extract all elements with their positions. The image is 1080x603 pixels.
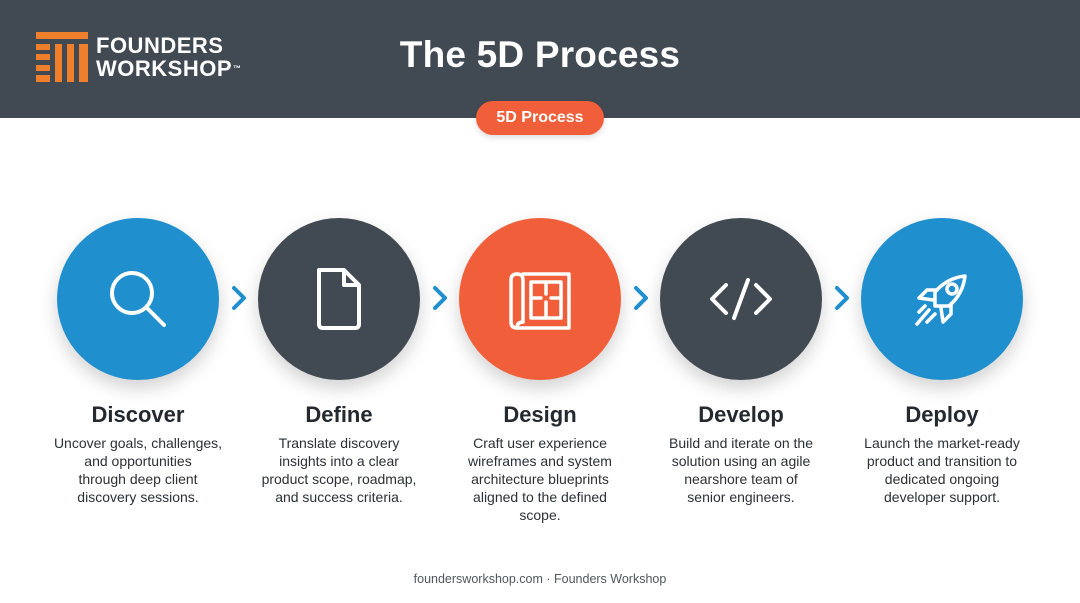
- rocket-icon: [915, 274, 967, 326]
- desc-line: scope.: [519, 507, 561, 523]
- page-title: The 5D Process: [399, 34, 681, 75]
- desc-line: developer support.: [884, 489, 1000, 505]
- desc-line: wireframes and system: [468, 453, 612, 469]
- step-circle: [861, 218, 1023, 380]
- process-badge: 5D Process: [476, 101, 604, 135]
- code-icon: [710, 278, 772, 320]
- step-title: Develop: [698, 402, 784, 427]
- desc-line: architecture blueprints: [471, 471, 609, 487]
- step-circle: [57, 218, 219, 380]
- desc-line: Build and iterate on the: [669, 435, 813, 451]
- step-description: Translate discovery insights into a clea…: [239, 434, 439, 506]
- desc-line: Translate discovery: [278, 435, 400, 451]
- chevron-right-icon: [634, 286, 648, 310]
- brand-name-line1: FOUNDERS: [96, 33, 224, 58]
- chevron-right-icon: [835, 286, 849, 310]
- footer-credit[interactable]: foundersworkshop.com · Founders Workshop: [413, 572, 667, 586]
- step-title: Design: [503, 402, 577, 427]
- desc-line: insights into a clear: [279, 453, 399, 469]
- desc-line: Launch the market-ready: [864, 435, 1020, 451]
- step-circle: [660, 218, 822, 380]
- step-description: Launch the market-ready product and tran…: [842, 434, 1042, 506]
- search-icon: [110, 271, 166, 327]
- chevron-right-icon: [433, 286, 447, 310]
- desc-line: and opportunities: [84, 453, 192, 469]
- document-icon: [317, 268, 361, 330]
- header-bar: FOUNDERS WORKSHOP™ The 5D Process: [0, 0, 1080, 118]
- step-title: Discover: [91, 402, 185, 427]
- brand-name-line2: WORKSHOP: [96, 56, 232, 81]
- fw-logo-mark-icon: [36, 32, 88, 82]
- step-description: Build and iterate on the solution using …: [641, 434, 841, 506]
- desc-line: senior engineers.: [687, 489, 795, 505]
- desc-line: and success criteria.: [275, 489, 403, 505]
- desc-line: product and transition to: [866, 453, 1018, 469]
- step-description: Uncover goals, challenges, and opportuni…: [38, 434, 238, 506]
- brand-logo[interactable]: FOUNDERS WORKSHOP™: [36, 32, 242, 82]
- step-circle: [459, 218, 621, 380]
- step-title: Deploy: [905, 402, 979, 427]
- desc-line: through deep client: [78, 471, 198, 487]
- desc-line: Uncover goals, challenges,: [53, 435, 223, 451]
- step-description: Craft user experience wireframes and sys…: [440, 434, 640, 524]
- desc-line: product scope, roadmap,: [261, 471, 417, 487]
- desc-line: Craft user experience: [473, 435, 607, 451]
- step-circle: [258, 218, 420, 380]
- desc-line: nearshore team of: [684, 471, 798, 487]
- trademark-symbol: ™: [233, 64, 242, 73]
- brand-name: FOUNDERS WORKSHOP™: [96, 34, 242, 80]
- step-title: Define: [305, 402, 373, 427]
- chevron-right-icon: [232, 286, 246, 310]
- desc-line: aligned to the defined: [473, 489, 607, 505]
- desc-line: dedicated ongoing: [884, 471, 1000, 487]
- blueprint-icon: [509, 272, 571, 330]
- desc-line: solution using an agile: [671, 453, 811, 469]
- desc-line: discovery sessions.: [77, 489, 199, 505]
